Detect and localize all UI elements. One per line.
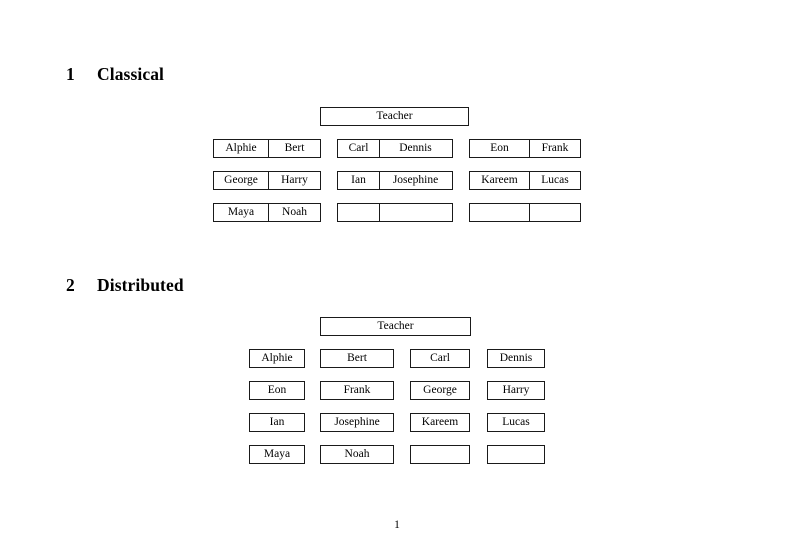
table-row: Eon Frank xyxy=(469,139,581,158)
page-number: 1 xyxy=(394,519,400,531)
cell-name xyxy=(379,204,451,221)
cell-name: Kareem xyxy=(481,174,518,186)
section-number: 2 xyxy=(66,275,75,295)
table-row xyxy=(469,203,581,222)
cell-name: George xyxy=(410,381,470,400)
cell-name: Lucas xyxy=(487,413,545,432)
teacher-box-classical: Teacher xyxy=(320,107,469,126)
cell-name: Carl xyxy=(348,142,369,154)
cell-name: Bert xyxy=(320,349,394,368)
cell-name xyxy=(529,204,580,221)
table-row: Carl Dennis xyxy=(337,139,453,158)
section-number: 1 xyxy=(66,64,75,84)
table-row: George Harry xyxy=(213,171,321,190)
cell-name: Frank xyxy=(529,140,580,157)
section-heading-distributed: 2 Distributed xyxy=(66,275,184,296)
cell-name: Harry xyxy=(268,172,320,189)
cell-name: Eon xyxy=(490,142,509,154)
table-row: Maya Noah xyxy=(213,203,321,222)
cell-name: Maya xyxy=(249,445,305,464)
cell-name: Frank xyxy=(320,381,394,400)
cell-name: Josephine xyxy=(379,172,451,189)
cell-name: Kareem xyxy=(410,413,470,432)
cell-name: Eon xyxy=(249,381,305,400)
cell-name: Harry xyxy=(487,381,545,400)
cell-name: Alphie xyxy=(225,142,257,154)
section-title: Distributed xyxy=(97,275,184,295)
cell-name: Dennis xyxy=(379,140,451,157)
cell-name: Bert xyxy=(268,140,320,157)
table-row xyxy=(337,203,453,222)
cell-name: Maya xyxy=(227,206,255,218)
teacher-box-distributed: Teacher xyxy=(320,317,471,336)
cell-name: Carl xyxy=(410,349,470,368)
cell-name xyxy=(338,204,379,221)
cell-name: Dennis xyxy=(487,349,545,368)
cell-name: Alphie xyxy=(249,349,305,368)
section-title: Classical xyxy=(97,64,165,84)
cell-name xyxy=(410,445,470,464)
cell-name: Ian xyxy=(351,174,366,186)
table-row: Kareem Lucas xyxy=(469,171,581,190)
cell-name: George xyxy=(224,174,258,186)
cell-name: Ian xyxy=(249,413,305,432)
table-row: Ian Josephine xyxy=(337,171,453,190)
section-heading-classical: 1 Classical xyxy=(66,64,164,85)
cell-name xyxy=(487,445,545,464)
cell-name: Noah xyxy=(268,204,320,221)
cell-name: Lucas xyxy=(529,172,580,189)
cell-name xyxy=(470,204,529,221)
cell-name: Noah xyxy=(320,445,394,464)
cell-name: Josephine xyxy=(320,413,394,432)
table-row: Alphie Bert xyxy=(213,139,321,158)
